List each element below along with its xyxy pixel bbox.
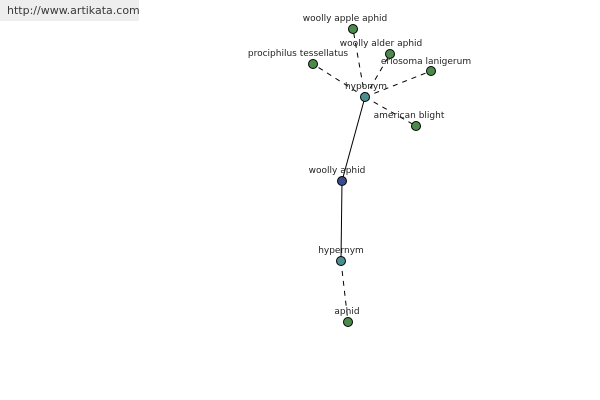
node-label-aphid[interactable]: aphid: [334, 307, 359, 317]
node-label-woolly-apple-aphid[interactable]: woolly apple aphid: [303, 14, 388, 24]
node-dot-aphid[interactable]: [343, 317, 353, 327]
watermark-url[interactable]: http://www.artikata.com: [0, 0, 140, 21]
edge-woolly-aphid-to-hyponym: [341, 96, 366, 182]
node-woolly-alder-aphid[interactable]: woolly alder aphid: [340, 39, 423, 59]
node-aphid[interactable]: aphid: [334, 307, 360, 327]
edge-hypernym-to-aphid: [340, 260, 349, 323]
node-dot-eriosoma-lanigerum[interactable]: [426, 66, 436, 76]
node-dot-woolly-aphid[interactable]: [337, 176, 347, 186]
node-label-american-blight[interactable]: american blight: [374, 111, 445, 121]
node-label-woolly-alder-aphid[interactable]: woolly alder aphid: [340, 39, 423, 49]
node-dot-woolly-apple-aphid[interactable]: [348, 24, 358, 34]
node-american-blight[interactable]: american blight: [374, 111, 445, 131]
edge-hyponym-to-woolly-apple-aphid: [352, 28, 366, 98]
node-label-woolly-aphid[interactable]: woolly aphid: [309, 166, 366, 176]
edge-hyponym-to-prociphilus-tessellatus: [312, 63, 366, 98]
node-label-eriosoma-lanigerum[interactable]: eriosoma lanigerum: [381, 57, 471, 67]
node-dot-prociphilus-tessellatus[interactable]: [308, 59, 318, 69]
node-dot-woolly-alder-aphid[interactable]: [385, 49, 395, 59]
edge-woolly-aphid-to-hypernym: [340, 180, 343, 262]
node-woolly-aphid[interactable]: woolly aphid: [309, 166, 366, 186]
edge-hyponym-to-eriosoma-lanigerum: [364, 70, 432, 98]
node-dot-hypernym[interactable]: [336, 256, 346, 266]
node-hyponym[interactable]: hyponym: [345, 82, 387, 102]
edge-hyponym-to-woolly-alder-aphid: [364, 53, 391, 98]
node-dot-american-blight[interactable]: [411, 121, 421, 131]
node-eriosoma-lanigerum[interactable]: eriosoma lanigerum: [381, 57, 471, 76]
node-prociphilus-tessellatus[interactable]: prociphilus tessellatus: [248, 49, 349, 69]
edges-layer: [312, 28, 432, 323]
node-woolly-apple-aphid[interactable]: woolly apple aphid: [303, 14, 388, 34]
node-dot-hyponym[interactable]: [360, 92, 370, 102]
node-label-prociphilus-tessellatus[interactable]: prociphilus tessellatus: [248, 49, 349, 59]
node-label-hyponym[interactable]: hyponym: [345, 82, 387, 92]
node-label-hypernym[interactable]: hypernym: [318, 246, 364, 256]
node-hypernym[interactable]: hypernym: [318, 246, 364, 266]
nodes-layer: woolly apple aphid woolly alder aphidproc…: [248, 14, 471, 327]
